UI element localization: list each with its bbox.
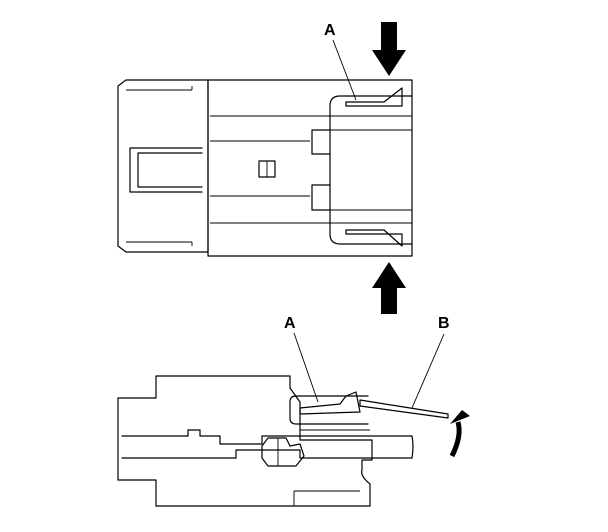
lock-tab-lower	[345, 229, 403, 247]
lift-arrow	[449, 410, 470, 458]
section-lock-tab	[299, 391, 361, 415]
press-arrow-up	[372, 262, 406, 314]
terminal-tab-upper	[311, 129, 331, 155]
wire-slot	[129, 147, 203, 193]
connector-top-view	[117, 79, 413, 257]
lock-tab-upper	[345, 87, 403, 107]
section-housing-outline	[117, 375, 373, 507]
release-tool	[359, 399, 449, 419]
connector-housing	[207, 79, 413, 257]
label-b: B	[438, 315, 450, 332]
press-arrow-down	[372, 22, 406, 76]
section-latch	[289, 395, 369, 425]
connector-section-view	[117, 375, 449, 507]
crimp-terminal	[261, 437, 305, 467]
wire	[121, 429, 414, 459]
latch-frame	[329, 95, 413, 245]
terminal-tab-lower	[311, 184, 331, 211]
leader-a-bottom	[293, 332, 319, 403]
leader-a-top	[332, 39, 357, 101]
label-a-bottom: A	[284, 315, 296, 332]
connector-rear-collar	[117, 79, 209, 253]
leader-b	[411, 333, 445, 409]
label-a-top: A	[324, 22, 336, 39]
